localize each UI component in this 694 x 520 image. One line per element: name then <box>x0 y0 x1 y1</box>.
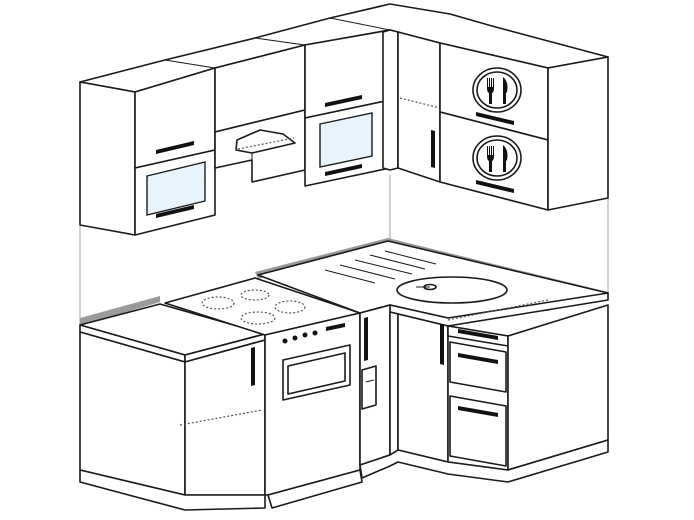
glass-panel-left <box>146 161 206 216</box>
upper-cabinets <box>79 3 609 236</box>
corner-post <box>382 29 399 171</box>
handle-drawer-2 <box>458 353 498 364</box>
lower-cabinets <box>79 304 609 511</box>
right-plinth <box>359 439 609 483</box>
oven-window <box>282 344 351 401</box>
upper-right-side <box>547 56 609 211</box>
countertop <box>79 240 609 363</box>
left-plinth <box>79 469 266 511</box>
handle-corner-base <box>364 317 368 361</box>
oven-knobs <box>282 330 318 344</box>
upper-left-side <box>79 81 136 236</box>
handle-upper-mid-top <box>325 95 362 107</box>
corner-base-post <box>389 311 399 456</box>
handle-upper-left-bottom <box>156 205 194 218</box>
plate-cutlery-icon <box>472 67 522 113</box>
handle-upper-left-top <box>156 141 194 154</box>
handle-upper-right-bottom <box>476 180 514 193</box>
handle-upper-right-top <box>476 112 514 125</box>
bottle-holder <box>361 365 377 410</box>
oven-timer <box>326 323 345 331</box>
plate-cutlery-icon <box>472 135 522 181</box>
handle-drawer-3 <box>458 406 498 417</box>
sink <box>396 276 508 304</box>
handle-corner-base-door <box>440 324 444 365</box>
range-hood <box>235 129 296 154</box>
handle-corner-cabinet <box>431 130 435 168</box>
oven-body <box>264 312 361 496</box>
handle-upper-mid-bottom <box>325 164 362 176</box>
glass-panel-mid <box>319 112 373 168</box>
cooktop-burners <box>201 289 306 325</box>
oven-plinth <box>267 469 363 509</box>
handle-left-base <box>251 347 255 386</box>
handle-drawer-1 <box>458 329 498 340</box>
wall-outline <box>79 175 609 330</box>
drainer-grooves <box>324 250 437 284</box>
